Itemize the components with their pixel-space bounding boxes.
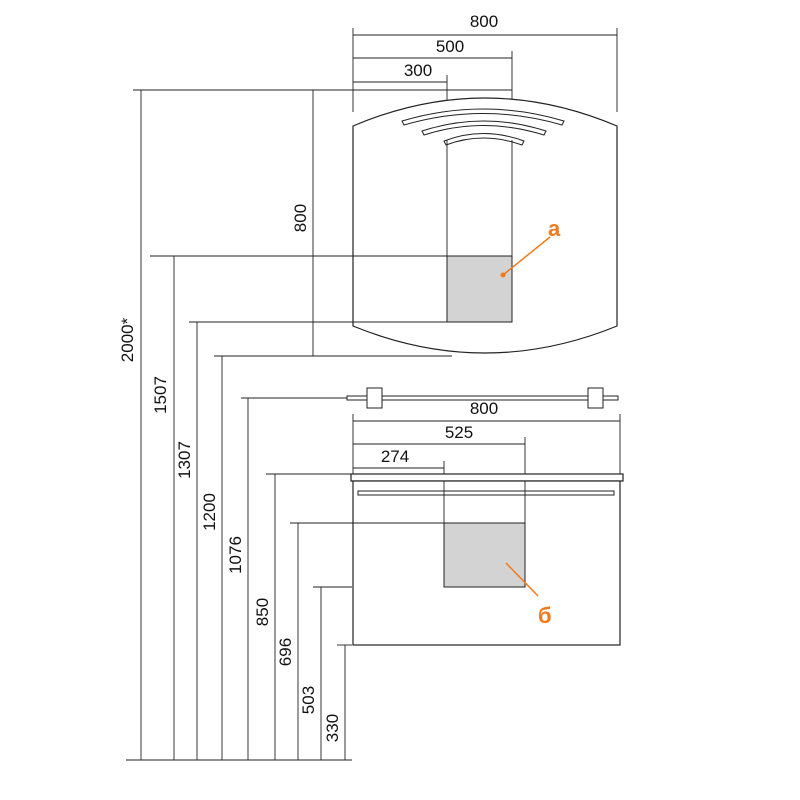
mirror-outline (352, 97, 618, 354)
cabinet-zone-b (443, 522, 526, 588)
mirror-lamp (401, 108, 565, 146)
height-850-label: 850 (253, 598, 272, 626)
shelf (346, 387, 619, 409)
marker-a-label: а (548, 216, 561, 241)
cabinet-handle (357, 490, 615, 496)
mirror-width-label: 800 (470, 12, 498, 31)
mirror-height-label: 800 (291, 204, 310, 232)
height-dimension-lines (140, 90, 346, 760)
marker-a-dot (500, 272, 506, 278)
height-503-label: 503 (299, 686, 318, 714)
height-total-label: 2000* (118, 317, 137, 362)
lamp-arc-top (401, 108, 565, 126)
height-696-label: 696 (276, 638, 295, 666)
height-330-label: 330 (323, 714, 342, 742)
marker-b-label: б (538, 603, 552, 628)
height-1200-label: 1200 (200, 493, 219, 531)
mirror-offset-300-label: 300 (404, 61, 432, 80)
mirror-offset-500-label: 500 (436, 37, 464, 56)
height-1307-label: 1307 (175, 441, 194, 479)
height-1076-label: 1076 (226, 536, 245, 574)
cabinet-offset-274-label: 274 (381, 447, 409, 466)
shelf-bracket-right (587, 387, 604, 409)
cabinet-countertop (350, 473, 624, 482)
lamp-arc-middle (421, 120, 547, 136)
cabinet-offset-525-label: 525 (445, 423, 473, 442)
shelf-bracket-left (366, 387, 383, 409)
height-1507-label: 1507 (151, 376, 170, 414)
lamp-arc-bottom (443, 133, 525, 146)
cabinet-width-label: 800 (470, 399, 498, 418)
marker-a-leader (502, 236, 551, 276)
mirror-zone-a (446, 255, 513, 323)
marker-b-leader (505, 562, 539, 597)
shelf-board (346, 395, 619, 401)
